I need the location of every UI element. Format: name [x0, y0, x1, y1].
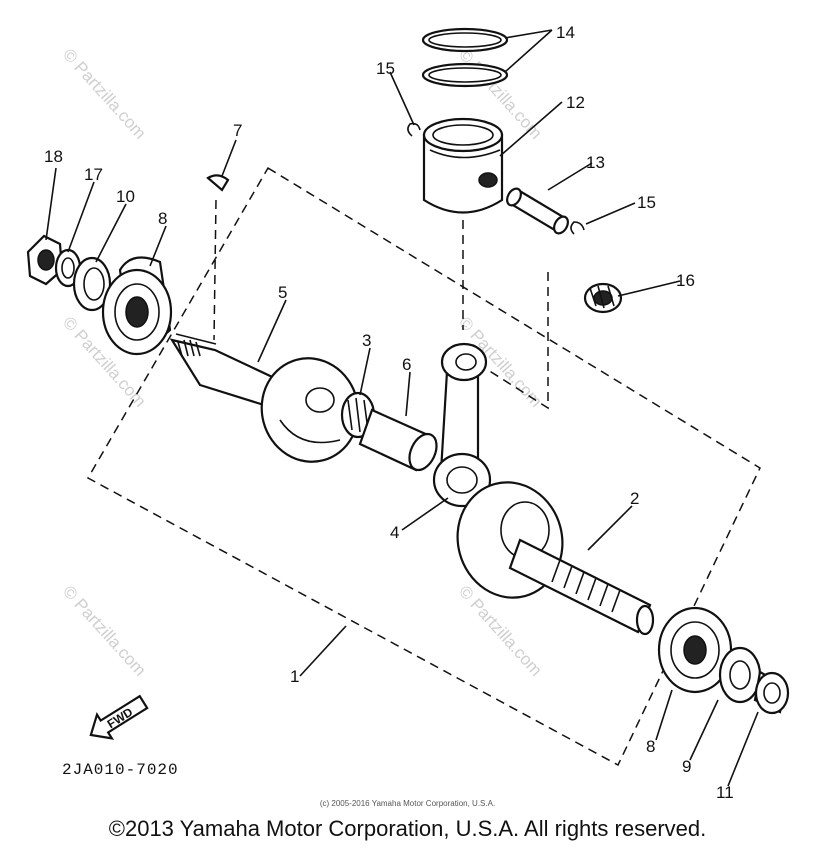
small-copyright: (c) 2005-2016 Yamaha Motor Corporation, … [319, 799, 496, 808]
piston-pin [506, 187, 569, 235]
fwd-arrow-icon: FWD [89, 694, 149, 740]
crank-right [456, 481, 655, 636]
callout-18: 18 [44, 147, 63, 166]
callout-6: 6 [402, 355, 411, 374]
callout-4: 4 [390, 523, 399, 542]
callout-15-right: 15 [637, 193, 656, 212]
callout-8-left: 8 [158, 209, 167, 228]
piston-rings [421, 27, 509, 88]
callout-7: 7 [233, 121, 242, 140]
circlip-right [570, 221, 585, 235]
callout-15-left: 15 [376, 59, 395, 78]
callout-13: 13 [586, 153, 605, 172]
callout-1: 1 [290, 667, 299, 686]
callout-3: 3 [362, 331, 371, 350]
needle-bearing-small [583, 282, 623, 314]
callout-17: 17 [84, 165, 103, 184]
callout-5: 5 [278, 283, 287, 302]
callouts: 14 15 12 13 15 16 7 18 17 10 8 5 3 6 4 2… [44, 23, 734, 802]
crank-pin [358, 408, 438, 472]
callout-8-right: 8 [646, 737, 655, 756]
callout-9: 9 [682, 757, 691, 776]
leader-lines [45, 29, 759, 787]
main-copyright: ©2013 Yamaha Motor Corporation, U.S.A. A… [108, 816, 707, 841]
callout-16: 16 [676, 271, 695, 290]
oil-seal-right [718, 646, 762, 704]
woodruff-key [206, 174, 230, 192]
diagram-code: 2JA010-7020 [62, 761, 179, 779]
watermark-1: © Partzilla.com [59, 45, 150, 143]
crankshaft-assembly-outline [86, 166, 761, 767]
circlip-left [407, 122, 421, 137]
collar [753, 670, 790, 715]
bearing-left [101, 256, 173, 356]
callout-10: 10 [116, 187, 135, 206]
alignment-line-bearing [487, 272, 549, 410]
callout-11: 11 [716, 783, 734, 802]
crank-left [169, 333, 360, 463]
alignment-line-key [213, 199, 217, 341]
watermark-5: © Partzilla.com [59, 582, 150, 680]
piston [422, 117, 504, 214]
connecting-rod [432, 342, 492, 508]
callout-2: 2 [630, 489, 639, 508]
oil-seal-left [72, 256, 112, 312]
callout-12: 12 [566, 93, 585, 112]
callout-14: 14 [556, 23, 575, 42]
